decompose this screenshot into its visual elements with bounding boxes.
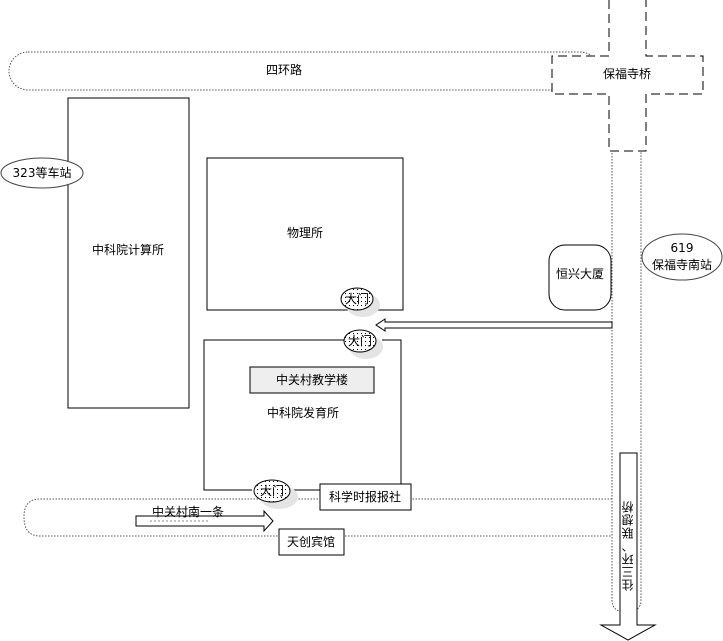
- development-south-gate-label: 大门: [259, 484, 285, 498]
- development-south-gate-shape: [253, 479, 291, 503]
- physics-institute-label: 物理所: [286, 226, 324, 240]
- bus-stop-323-label: 323等车站: [12, 166, 72, 180]
- fourth-ring-road-label: 四环路: [265, 63, 303, 77]
- bus-stop-619-name-label: 保福寺南站: [651, 258, 713, 272]
- development-north-gate-shape: [343, 329, 377, 353]
- computing-institute-block: [67, 97, 190, 409]
- science-times-block: [319, 483, 412, 511]
- development-institute-block: [203, 339, 402, 491]
- route-arrow-south: [599, 452, 657, 641]
- physics-gate-label: 大门: [344, 292, 370, 306]
- zgc-south-1-road-label: 中关村南一条: [151, 505, 225, 519]
- zgc-teaching-building-block: [249, 366, 375, 394]
- to-third-ring-label: 往三环、联想桥: [621, 500, 635, 591]
- baofusi-bridge-label: 保福寺桥: [602, 67, 652, 81]
- route-arrow-west: [375, 318, 613, 332]
- zgc-teaching-building-label: 中关村教学楼: [275, 373, 349, 387]
- fourth-ring-road: [8, 51, 600, 91]
- development-north-gate-label: 大门: [347, 334, 373, 348]
- computing-institute-label: 中科院计算所: [91, 243, 165, 257]
- zgc-south-1-road: [23, 498, 612, 537]
- hengxing-tower-block: [548, 244, 612, 311]
- bus-stop-323-shape: [0, 157, 84, 189]
- physics-institute-block: [206, 157, 404, 311]
- baofusi-bridge-shape: [551, 0, 704, 152]
- route-arrow-east: [135, 509, 274, 533]
- science-times-label: 科学时报报社: [328, 490, 402, 504]
- development-institute-label: 中科院发育所: [266, 406, 340, 420]
- tianchuang-hotel-label: 天创宾馆: [286, 535, 336, 549]
- bus-stop-619-line-label: 619: [670, 241, 694, 255]
- bus-stop-619-shape: [641, 233, 723, 281]
- tianchuang-hotel-block: [278, 528, 345, 556]
- physics-gate-shape: [340, 287, 374, 311]
- baofusi-road: [611, 150, 642, 613]
- hengxing-tower-label: 恒兴大厦: [555, 267, 605, 281]
